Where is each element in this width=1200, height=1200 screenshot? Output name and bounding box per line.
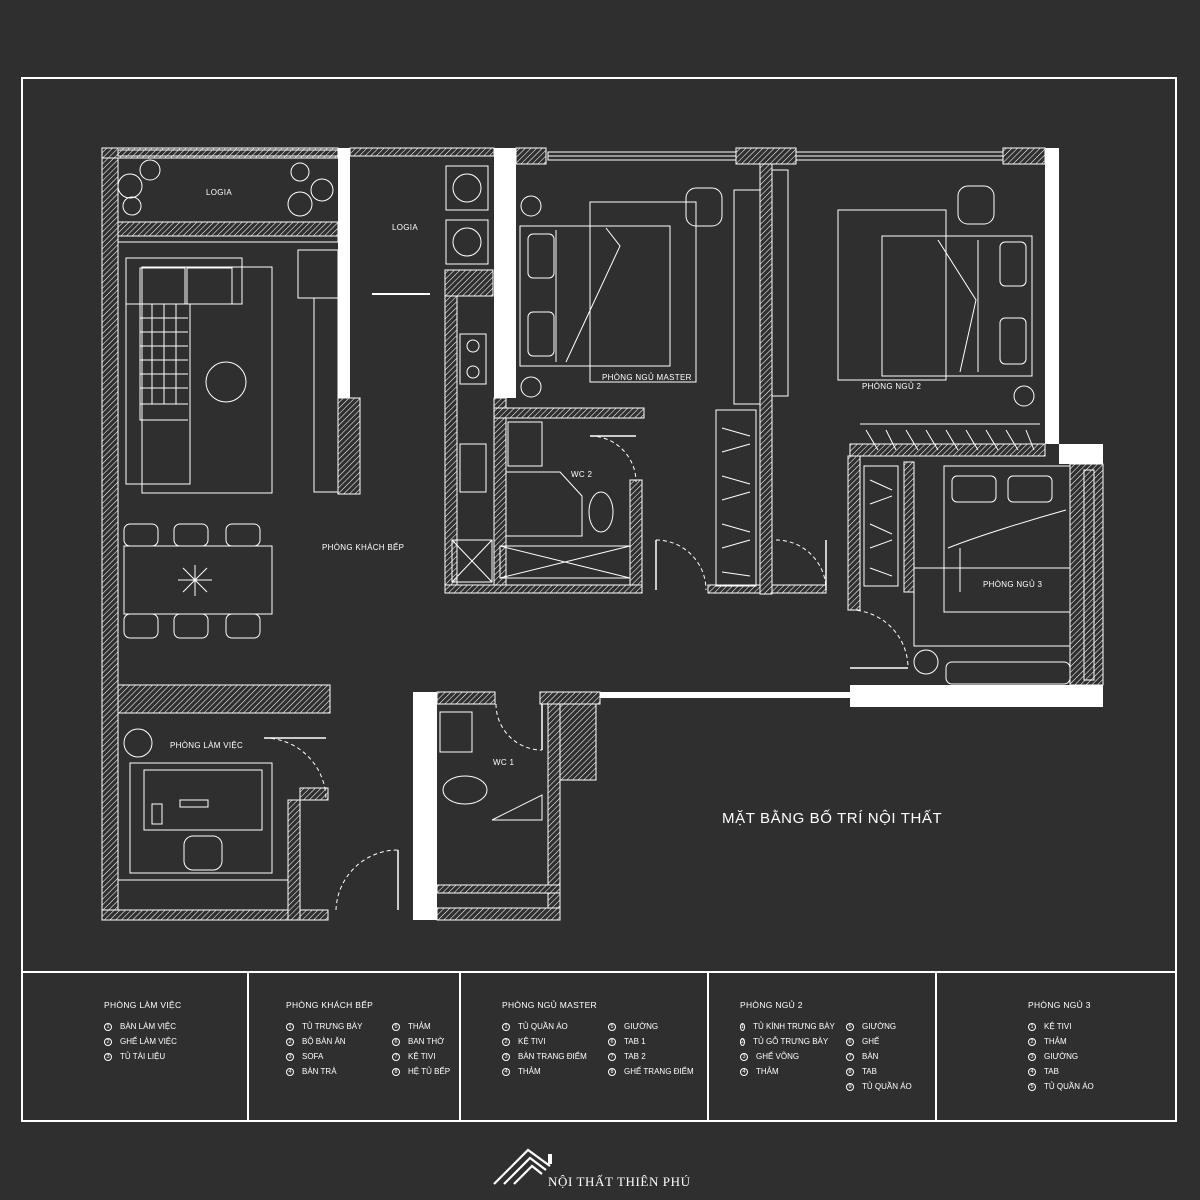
master-bedroom-furniture [499, 169, 789, 587]
brand-name: NỘI THẤT THIÊN PHÚ [548, 1174, 691, 1189]
door-leaves [264, 435, 908, 910]
legend-title: PHÒNG NGỦ 2 [740, 1000, 803, 1010]
solid-walls [338, 148, 1103, 920]
room-label-phong-ngu-2: PHÒNG NGỦ 2 [862, 382, 922, 391]
room-label-phong-lam-viec: PHÒNG LÀM VIỆC [170, 741, 243, 750]
hatched-walls [101, 147, 1104, 921]
room-label-phong-khach-bep: PHÒNG KHÁCH BẾP [322, 542, 404, 552]
windows [117, 149, 1095, 681]
room-label-phong-ngu-master: PHÒNG NGỦ MASTER [602, 373, 692, 382]
brand: NỘI THẤT THIÊN PHÚ [488, 1140, 720, 1192]
room-label-phong-ngu-3: PHÒNG NGỦ 3 [983, 580, 1043, 589]
room-label-logia-1: LOGIA [206, 188, 232, 197]
living-kitchen-furniture [117, 159, 493, 639]
room-label-logia-2: LOGIA [392, 223, 418, 232]
drawing-frame [21, 77, 1177, 1122]
bedroom-3-furniture [863, 465, 1071, 685]
bedroom-2-furniture [837, 185, 1040, 451]
house-roof-logo-icon [493, 1148, 552, 1185]
room-label-wc-2: WC 2 [571, 470, 592, 479]
legend-title: PHÒNG NGỦ 3 [1028, 1000, 1091, 1010]
legend-title: PHÒNG KHÁCH BẾP [286, 1000, 374, 1010]
legend-title: PHÒNG NGỦ MASTER [502, 1000, 598, 1010]
work-room-furniture [117, 711, 543, 911]
legend-title: PHÒNG LÀM VIỆC [104, 1000, 182, 1010]
plan-title: MẶT BẰNG BỐ TRÍ NỘI THẤT [722, 809, 942, 827]
doors [263, 435, 909, 911]
room-label-wc-1: WC 1 [493, 758, 514, 767]
